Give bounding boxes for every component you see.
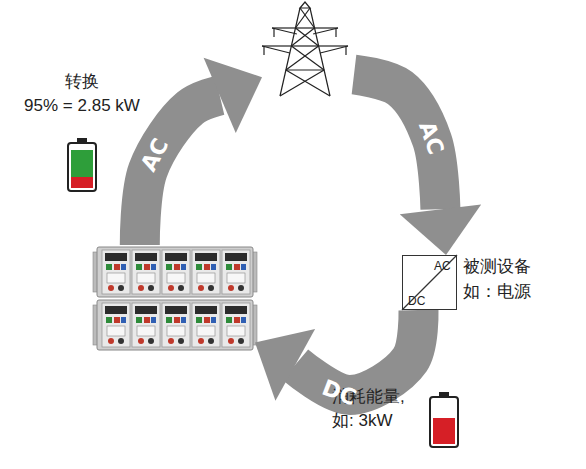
efficiency-value: 95% = 2.85 kW [7, 94, 157, 118]
arrow-head [400, 204, 481, 255]
electronic-load-node [95, 245, 255, 351]
red-battery [430, 392, 458, 447]
device-heading: 被测设备 如：电源 [463, 254, 543, 304]
arrow-head [255, 329, 315, 401]
dc-symbol-text: DC [408, 294, 432, 308]
ac-symbol-text: AC [434, 259, 458, 273]
arrow-body [295, 310, 418, 395]
power-grid-node [262, 4, 354, 98]
transmission-tower [262, 2, 348, 96]
electronic-load-rack [93, 247, 257, 350]
device-under-test: ACDC被测设备 如：电源 [402, 255, 457, 310]
converter-diagonal [402, 255, 457, 310]
conversion-label: 转换 [22, 70, 142, 94]
arrow-head [204, 58, 262, 133]
green-battery [68, 138, 96, 191]
flow-arrow [354, 75, 481, 256]
